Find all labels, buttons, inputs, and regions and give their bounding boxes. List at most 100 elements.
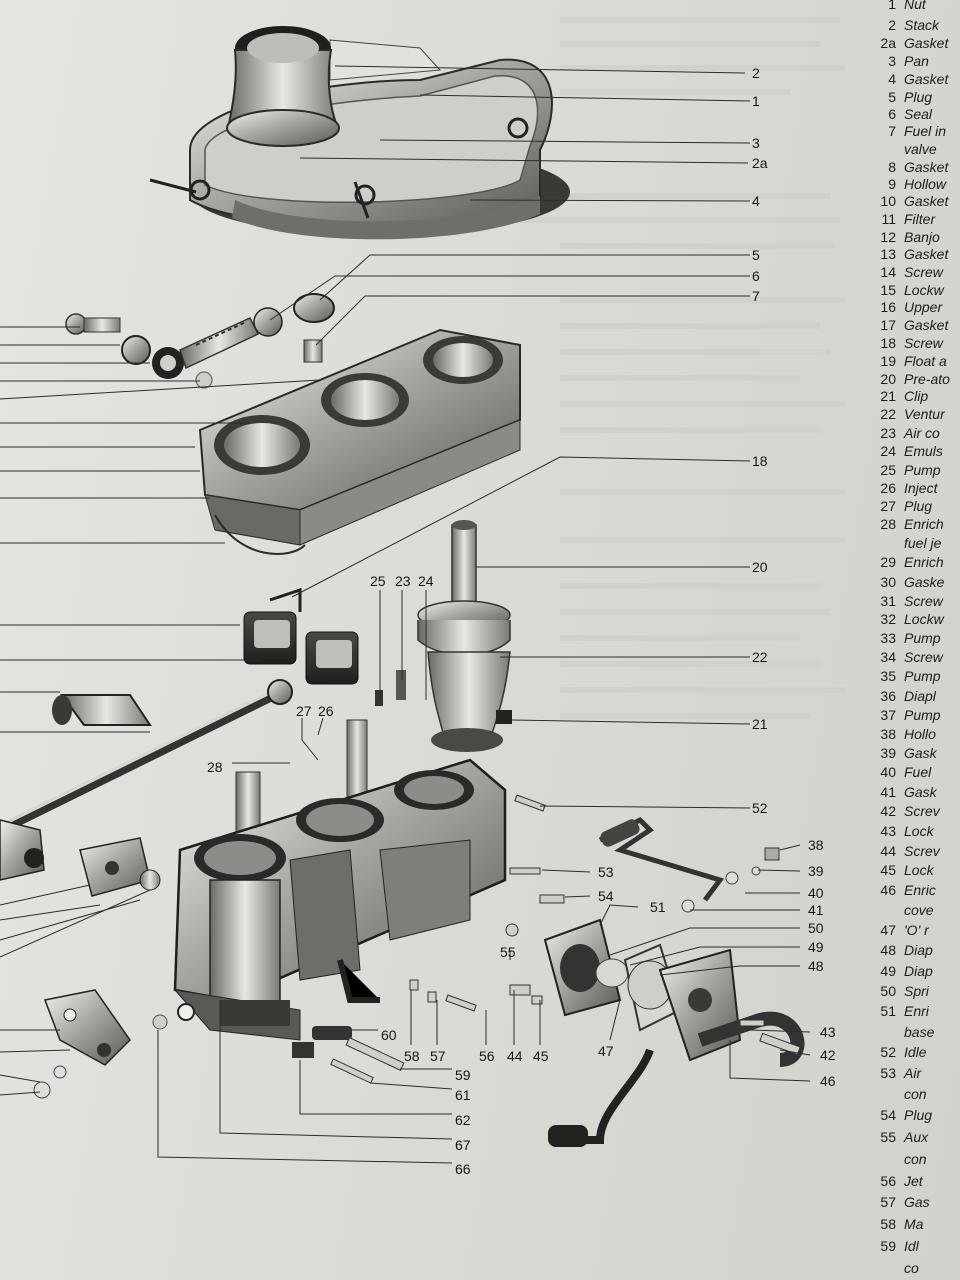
legend-number: 17 bbox=[880, 317, 896, 333]
callout-21: 21 bbox=[752, 716, 768, 732]
legend-row: 55 Aux bbox=[866, 1127, 960, 1147]
callout-57: 57 bbox=[430, 1048, 446, 1064]
air-stack bbox=[226, 26, 340, 147]
pre-atomizer-and-venturi bbox=[417, 520, 512, 752]
legend-part-name: Ventur bbox=[904, 406, 945, 422]
legend-part-name: Plug bbox=[904, 498, 933, 514]
legend-number: 40 bbox=[880, 764, 896, 780]
callout-42: 42 bbox=[820, 1047, 836, 1063]
bleed-through-text bbox=[500, 17, 845, 719]
legend-part-name: Aux bbox=[904, 1129, 929, 1145]
legend-number: 35 bbox=[880, 668, 896, 684]
callout-48: 48 bbox=[808, 958, 824, 974]
callout-43: 43 bbox=[820, 1024, 836, 1040]
legend-part-name: Enrich bbox=[904, 516, 944, 532]
callout-39: 39 bbox=[808, 863, 824, 879]
callout-24: 24 bbox=[418, 573, 434, 589]
legend-number: 18 bbox=[880, 335, 896, 351]
legend-number: 49 bbox=[880, 963, 896, 979]
callout-20: 20 bbox=[752, 559, 768, 575]
legend-part-name: Diap bbox=[904, 942, 933, 958]
legend-part-name: Pump bbox=[904, 462, 941, 478]
legend-part-name: Banjo bbox=[904, 229, 940, 245]
legend-number: 11 bbox=[881, 211, 896, 227]
legend-part-name: Hollow bbox=[904, 176, 947, 192]
legend-row: 40 Fuel bbox=[866, 762, 960, 782]
legend-part-name: co bbox=[904, 1260, 919, 1276]
legend-part-name: Air co bbox=[904, 425, 940, 441]
legend-number: 41 bbox=[880, 784, 896, 800]
legend-row: 31 Screw bbox=[866, 591, 960, 611]
legend-number: 16 bbox=[880, 299, 896, 315]
callout-61: 61 bbox=[455, 1087, 471, 1103]
legend-number: 32 bbox=[880, 611, 896, 627]
callout-26: 26 bbox=[318, 703, 334, 719]
legend-part-name: Spri bbox=[904, 983, 929, 999]
leader-lines bbox=[0, 65, 811, 1164]
legend-number: 28 bbox=[880, 516, 896, 532]
legend-part-name: Fuel bbox=[904, 764, 932, 780]
legend-number: 7 bbox=[888, 123, 896, 139]
legend-number: 36 bbox=[880, 688, 896, 704]
legend-number: 31 bbox=[880, 593, 896, 609]
legend-part-name: Lock bbox=[904, 862, 934, 878]
legend-number: 21 bbox=[880, 388, 896, 404]
legend-part-name: con bbox=[904, 1151, 927, 1167]
callout-52: 52 bbox=[752, 800, 768, 816]
callout-59: 59 bbox=[455, 1067, 471, 1083]
legend-number: 8 bbox=[888, 159, 896, 175]
legend-number: 2a bbox=[880, 35, 896, 51]
callout-44: 44 bbox=[507, 1048, 523, 1064]
callout-38: 38 bbox=[808, 837, 824, 853]
legend-number: 55 bbox=[880, 1129, 896, 1145]
legend-number: 6 bbox=[888, 106, 896, 122]
pump-assembly bbox=[543, 816, 805, 1147]
legend-number: 29 bbox=[880, 554, 896, 570]
legend-part-name: Jet bbox=[904, 1173, 923, 1189]
legend-number: 34 bbox=[880, 649, 896, 665]
legend-part-name: Screw bbox=[904, 593, 943, 609]
legend-part-name: Inject bbox=[904, 480, 938, 496]
legend-part-name: Gaske bbox=[904, 574, 945, 590]
legend-number: 4 bbox=[888, 71, 896, 87]
legend-part-name: Screv bbox=[904, 843, 940, 859]
legend-number: 52 bbox=[880, 1044, 896, 1060]
legend-number: 10 bbox=[880, 193, 896, 209]
legend-part-name: Idl bbox=[904, 1238, 919, 1254]
legend-number: 43 bbox=[880, 823, 896, 839]
callout-49: 49 bbox=[808, 939, 824, 955]
legend-row: base bbox=[866, 1022, 960, 1042]
legend-part-name: valve bbox=[904, 141, 937, 157]
legend-number: 25 bbox=[880, 462, 896, 478]
legend-number: 38 bbox=[880, 726, 896, 742]
legend-row: valve bbox=[866, 139, 960, 159]
callout-62: 62 bbox=[455, 1112, 471, 1128]
legend-part-name: Screw bbox=[904, 335, 943, 351]
